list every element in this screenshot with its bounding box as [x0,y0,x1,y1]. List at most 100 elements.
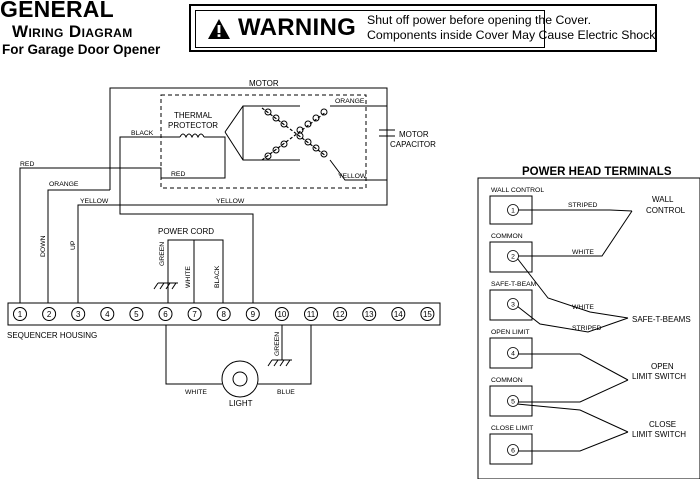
motor-black-label: BLACK [131,130,154,137]
light-white-label: WHITE [185,389,207,396]
sequencer-terminal-14 [391,307,406,321]
power-head-terminal-5 [507,395,519,407]
power-head-terminal-name-1: WALL CONTROL [491,187,544,194]
sequencer-terminal-label-6: 6 [163,310,168,319]
thermal-protector-coil [179,133,205,139]
down-wire-label: DOWN [40,235,47,257]
ground-green-label: GREEN [274,332,281,356]
thermal-protector-lead [204,136,226,170]
sequencer-terminal-5 [129,307,144,321]
motor-yellow-label: YELLOW [338,173,367,180]
common-close-wire [516,403,629,433]
warning-title: WARNING [238,14,357,41]
sequencer-terminal-label-11: 11 [307,310,316,319]
motor-winding-top [224,105,300,133]
power-head-terminal-number-2: 2 [511,254,515,261]
safe-t-beam-white-label: WHITE [572,304,594,311]
yellow-left-label: YELLOW [80,198,109,205]
sequencer-terminal-12 [333,307,348,321]
motor-red-label: RED [171,171,185,178]
power-head-terminal-2 [507,250,519,262]
power-head-terminal-number-6: 6 [511,448,515,455]
capacitor-label-1: MOTOR [399,130,429,139]
motor-orange-label: ORANGE [335,98,365,105]
page-caption: For Garage Door Opener [2,42,161,57]
power-cord-black-label: BLACK [214,265,221,288]
wall-control-label-2: CONTROL [646,206,686,215]
sequencer-terminal-label-12: 12 [336,310,345,319]
safe-t-beams-label: SAFE-T-BEAMS [632,315,691,324]
sequencer-terminal-label-9: 9 [251,310,256,319]
light-bulb-filament [232,371,248,387]
light-white-wire [165,325,222,385]
terminal-box-common-1 [489,241,533,273]
open-limit-label-2: LIMIT SWITCH [632,372,686,381]
power-head-terminal-6 [507,444,519,456]
sequencer-terminal-label-15: 15 [423,310,432,319]
motor-label: MOTOR [249,79,279,88]
open-limit-wire [517,353,629,381]
sequencer-terminal-label-4: 4 [105,310,110,319]
power-cord-label: POWER CORD [158,227,214,236]
terminal-box-close-limit [489,433,533,465]
terminal-box-common-2 [489,385,533,417]
thermal-protector-label-2: PROTECTOR [168,121,218,130]
sequencer-terminal-4 [100,307,115,321]
sequencer-housing-label: SEQUENCER HOUSING [7,331,97,340]
power-head-terminal-number-3: 3 [511,302,515,309]
power-head-terminal-name-6: CLOSE LIMIT [491,425,533,432]
terminal-box-open-limit [489,337,533,369]
wall-control-striped-label: STRIPED [568,202,598,209]
light-label: LIGHT [229,399,253,408]
safe-t-beam-striped-label: STRIPED [572,325,602,332]
power-head-panel [477,177,700,479]
capacitor-label-2: CAPACITOR [390,140,436,149]
power-head-terminal-name-4: OPEN LIMIT [491,329,530,336]
up-wire-label: UP [70,240,77,250]
power-head-terminal-name-5: COMMON [491,377,523,384]
motor-outer-loop [109,87,388,206]
wall-control-label-1: WALL [652,195,674,204]
warning-triangle-icon [208,19,230,39]
power-head-terminal-number-5: 5 [511,399,515,406]
yellow-right-wire [119,205,254,303]
orange-wire-label: ORANGE [49,181,79,188]
power-cord-green-label: GREEN [159,242,166,266]
power-head-terminal-number-1: 1 [511,208,515,215]
warning-message-line1: Shut off power before opening the Cover. [367,13,592,27]
sequencer-terminal-label-10: 10 [277,310,286,319]
ground-symbol-1 [153,282,178,290]
page-title: GENERAL [0,0,114,22]
power-head-terminal-3 [507,298,519,310]
motor-dashed-box [160,94,367,189]
wall-control-striped-wire [517,209,633,212]
yellow-right-label: YELLOW [216,198,245,205]
sequencer-terminal-7 [187,307,202,321]
yellow-motor-wire [329,159,387,181]
sequencer-terminal-label-5: 5 [134,310,139,319]
sequencer-terminal-15 [420,307,435,321]
sequencer-terminal-label-2: 2 [47,310,52,319]
sequencer-terminal-11 [304,307,318,321]
ground-symbol-2 [267,359,292,367]
power-head-terminal-number-4: 4 [511,351,515,358]
power-cord-white-label: WHITE [185,266,192,288]
wall-control-white-wire [517,210,633,257]
wall-control-white-label: WHITE [572,249,594,256]
sequencer-terminal-9 [245,307,260,321]
warning-message-line2: Components inside Cover May Cause Electr… [367,28,656,42]
motor-coil-b [261,111,327,161]
red-motor-wire [161,170,226,179]
sequencer-housing [7,302,441,326]
sequencer-terminal-13 [362,307,377,321]
close-limit-label-1: CLOSE [649,420,676,429]
sequencer-terminal-10 [274,307,289,321]
warning-box: WARNING Shut off power before opening th… [189,4,657,52]
yellow-left-wire [77,204,120,303]
sequencer-terminal-1 [13,307,27,321]
warning-label: WARNING [195,10,545,48]
common-open-wire [517,379,629,403]
light-blue-label: BLUE [277,389,295,396]
